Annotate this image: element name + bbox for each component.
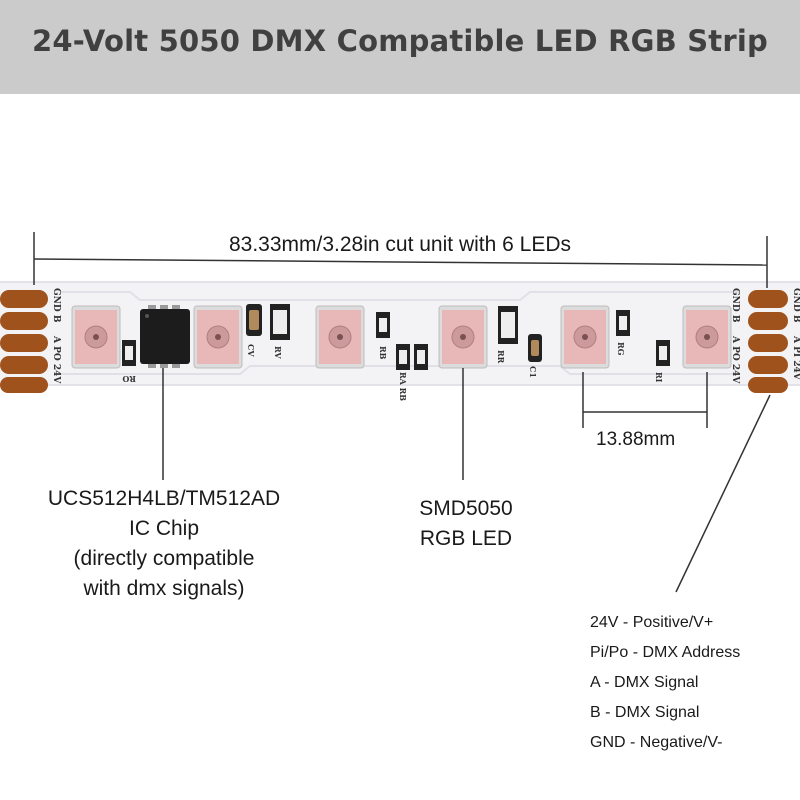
- comp-label-rv: RV: [273, 346, 283, 359]
- right-pads: [748, 290, 788, 393]
- led-spacing-label: 13.88mm: [596, 429, 676, 450]
- comp-label-rr: RR: [496, 350, 506, 364]
- title-bar: 24-Volt 5050 DMX Compatible LED RGB Stri…: [0, 0, 800, 94]
- led-4: [438, 305, 488, 369]
- led-callout: SMD5050 RGB LED: [386, 494, 546, 554]
- comp-label-rg: RG: [616, 342, 626, 356]
- pad-label-right-a: GND B: [730, 288, 740, 323]
- pad-label-left-2: A PO 24V: [51, 335, 61, 384]
- led-spacing-dimension: [582, 372, 708, 428]
- comp-label-rarb: RA RB: [398, 372, 408, 401]
- comp-label-ri: RI: [654, 372, 664, 383]
- led-6: [682, 305, 732, 369]
- ic-callout-line-3: (directly compatible: [73, 547, 255, 570]
- led-2: [193, 305, 243, 369]
- led-callout-line-2: RGB LED: [419, 527, 513, 550]
- pad-label-left: GND B: [51, 288, 61, 323]
- legend-item: 24V - Positive/V+: [590, 614, 714, 631]
- cut-unit-label: 83.33mm/3.28in cut unit with 6 LEDs: [228, 233, 571, 256]
- legend-item: GND - Negative/V-: [590, 734, 723, 751]
- comp-label-cv: CV: [246, 344, 256, 357]
- pin-legend: 24V - Positive/V+ Pi/Po - DMX Address A …: [590, 608, 740, 758]
- cut-unit-dimension: [33, 232, 768, 288]
- ic-chip: [140, 305, 190, 368]
- ic-chip-callout: UCS512H4LB/TM512AD IC Chip (directly com…: [14, 484, 314, 604]
- pad-label-right-b-2: A PI 24V: [791, 335, 800, 381]
- legend-item: Pi/Po - DMX Address: [590, 644, 741, 661]
- components: [122, 304, 670, 370]
- legend-item: B - DMX Signal: [590, 704, 700, 721]
- page-title: 24-Volt 5050 DMX Compatible LED RGB Stri…: [32, 24, 768, 58]
- pad-label-right-a-2: A PO 24V: [730, 335, 740, 384]
- comp-label-ro: RO: [122, 374, 136, 384]
- led-3: [315, 305, 365, 369]
- led-1: [71, 305, 121, 369]
- led-5: [560, 305, 610, 369]
- pad-label-right-b: GND B: [791, 288, 800, 323]
- ic-callout-line-2: IC Chip: [128, 517, 200, 540]
- left-pads: [0, 290, 48, 393]
- legend-item: A - DMX Signal: [590, 674, 699, 691]
- ic-callout-line-1: UCS512H4LB/TM512AD: [47, 487, 281, 510]
- pads-leader-line: [675, 394, 771, 593]
- comp-label-c1: C1: [528, 366, 538, 378]
- comp-label-rb: RB: [378, 346, 388, 360]
- ic-callout-line-4: with dmx signals): [83, 577, 245, 600]
- led-callout-line-1: SMD5050: [419, 497, 513, 520]
